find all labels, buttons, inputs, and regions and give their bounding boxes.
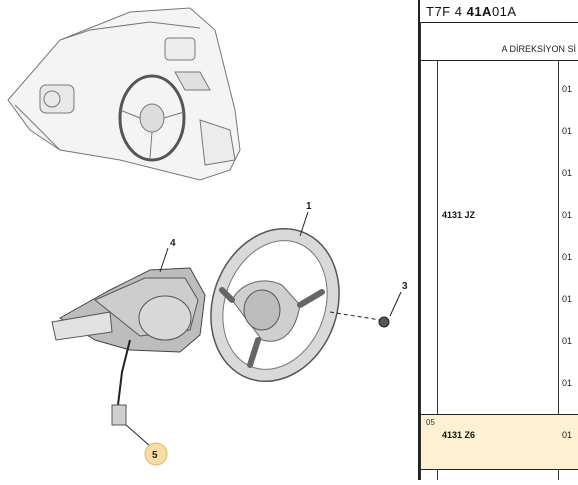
quantity: 01 — [562, 378, 573, 388]
dashboard-illustration — [7, 7, 241, 181]
row-index: 05 — [426, 418, 435, 427]
callout-4: 4 — [170, 238, 176, 249]
callout-3: 3 — [402, 281, 408, 292]
quantity: 01 — [562, 84, 573, 94]
quantity: 01 — [562, 252, 573, 262]
callout-5[interactable]: 5 — [144, 442, 168, 466]
airbag-module — [51, 267, 206, 426]
table-header-divider — [420, 60, 578, 61]
highlighted-row[interactable] — [421, 415, 578, 469]
quantity: 01 — [562, 336, 573, 346]
column-divider — [420, 22, 421, 480]
header-divider — [420, 22, 578, 23]
column-divider — [558, 60, 559, 480]
svg-text:3: 3 — [402, 281, 408, 292]
diagram-svg: 1 4 3 5 — [7, 7, 408, 466]
quantity: 01 — [562, 210, 573, 220]
svg-text:4: 4 — [170, 238, 176, 249]
reference-code: T7F 4 41A01A — [426, 4, 517, 19]
leader-lines — [125, 211, 402, 447]
part-number[interactable]: 4131 JZ — [442, 210, 476, 220]
part-number[interactable]: 4131 Z6 — [442, 430, 476, 440]
screw-part — [329, 311, 390, 328]
row-divider — [420, 414, 578, 415]
svg-text:5: 5 — [152, 450, 158, 461]
callout-1: 1 — [306, 201, 312, 212]
quantity: 01 — [562, 126, 573, 136]
parts-diagram: 1 4 3 5 — [7, 0, 420, 480]
quantity: 01 — [562, 294, 573, 304]
steering-wheel — [210, 227, 340, 383]
quantity: 01 — [562, 168, 573, 178]
row-divider — [420, 469, 578, 470]
quantity: 01 — [562, 430, 573, 440]
parts-table-panel: T7F 4 41A01A A DİREKSİYON Sİ 4131 JZ 01 … — [420, 0, 578, 480]
svg-text:1: 1 — [306, 201, 312, 212]
section-title: A DİREKSİYON Sİ — [501, 44, 576, 54]
column-divider — [437, 60, 438, 480]
